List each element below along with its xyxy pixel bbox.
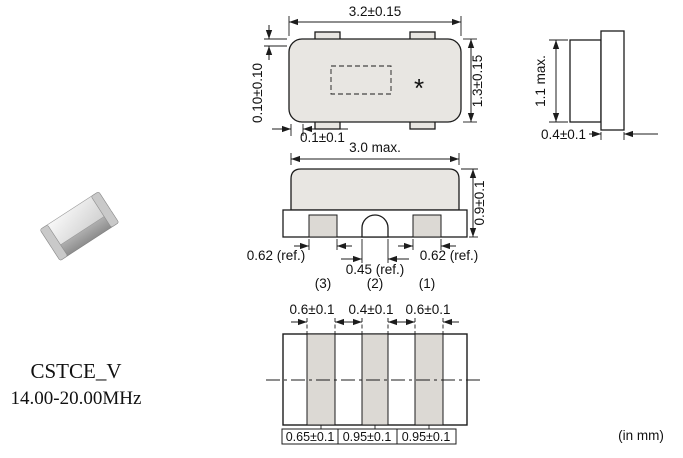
- component-photo: [40, 191, 119, 261]
- side-thickness-dim: 0.4±0.1: [541, 127, 586, 142]
- pitch-dimension-strip: [281, 428, 457, 445]
- pad-left-width-dim: 0.6±0.1: [290, 302, 335, 317]
- front-height-dim: 0.9±0.1: [472, 181, 487, 226]
- front-view: 3.0 max. 0.9±0.1 0.62 (ref.) 0.62 (ref.)…: [247, 140, 487, 291]
- top-width-dim: 3.2±0.15: [349, 4, 401, 19]
- electrode-offset-dim: 0.10±0.10: [250, 63, 265, 123]
- photo-chip-right-terminal: [91, 191, 119, 227]
- pad-center-width-dim: 0.4±0.1: [349, 302, 394, 317]
- units-note: (in mm): [618, 428, 664, 443]
- polarity-marking: *: [414, 73, 424, 103]
- frequency-range-label: 14.00-20.00MHz: [11, 388, 142, 409]
- resonator-cap-front-view: [290, 168, 460, 211]
- land-pad-2: [361, 333, 389, 426]
- terminal-pad-1: [412, 214, 442, 238]
- side-view: 1.1 max. 0.4±0.1: [533, 30, 658, 142]
- pitch-3-dim: 0.95±0.1: [402, 430, 451, 444]
- pitch-2-dim: 0.95±0.1: [343, 430, 392, 444]
- terminal-center-dim: 0.45 (ref.): [346, 262, 405, 277]
- land-pad-3: [306, 333, 336, 426]
- resonator-body-side-view: [569, 39, 602, 123]
- side-height-dim: 1.1 max.: [533, 55, 548, 107]
- corner-dim: 0.1±0.1: [300, 130, 345, 145]
- terminal-left-dim: 0.62 (ref.): [247, 248, 306, 263]
- front-width-dim: 3.0 max.: [349, 140, 401, 155]
- pin-1-label: (1): [419, 276, 436, 291]
- resonator-body-top-view: [288, 38, 462, 123]
- part-name-label: CSTCE_V: [30, 359, 121, 383]
- photo-chip-left-terminal: [40, 225, 68, 261]
- land-pad-1: [414, 333, 444, 426]
- top-depth-dim: 1.3±0.15: [470, 55, 485, 107]
- land-pattern-view: 0.6±0.1 0.4±0.1 0.6±0.1 0.65±0.1 0.95±0.…: [266, 302, 484, 445]
- pin-3-label: (3): [315, 276, 332, 291]
- pin-2-label: (2): [367, 276, 384, 291]
- terminal-pad-2-dome: [361, 214, 389, 238]
- pitch-1-dim: 0.65±0.1: [286, 430, 335, 444]
- pad-right-width-dim: 0.6±0.1: [406, 302, 451, 317]
- top-view: 3.2±0.15 * 1.3±0.15 0.10±0.10 0.1±0.1: [250, 4, 485, 145]
- terminal-right-dim: 0.62 (ref.): [420, 248, 479, 263]
- internal-element-dashed-outline: [330, 65, 392, 95]
- resonator-cap-side-view: [600, 30, 625, 131]
- terminal-pad-3: [308, 214, 338, 238]
